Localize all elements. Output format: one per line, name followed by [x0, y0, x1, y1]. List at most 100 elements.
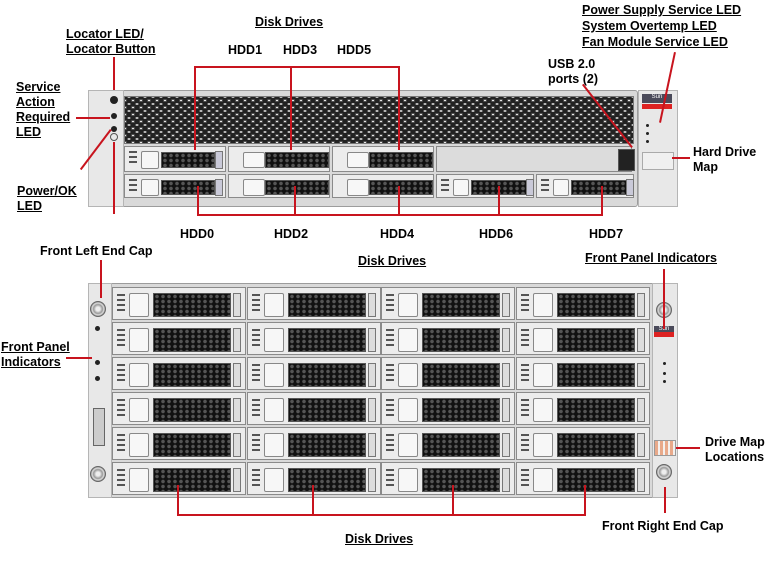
hdd7-label: HDD7 [589, 227, 624, 241]
hard-drive-map-line2: Map [693, 160, 718, 174]
drive-slot[interactable] [112, 322, 246, 355]
callout-line [76, 117, 110, 119]
drive-slot[interactable] [381, 357, 515, 390]
front-left-end-cap [88, 283, 112, 498]
left-top-screw-icon [90, 301, 106, 317]
service-action-led-icon [111, 113, 117, 119]
drive-slot[interactable] [515, 462, 650, 495]
power-ok-led-icon [111, 126, 117, 132]
front-panel-indicators-label-right: Front Panel Indicators [585, 251, 717, 265]
hdd5-label: HDD5 [337, 43, 372, 57]
drive-hdd3[interactable] [228, 146, 330, 172]
overtemp-led-label: System Overtemp LED [582, 19, 717, 33]
drive-slot[interactable] [112, 287, 246, 320]
drive-slot[interactable] [381, 322, 515, 355]
service-action-line2: Action [16, 95, 55, 109]
front-panel-indicators-label-left: Front Panel Indicators [1, 340, 70, 370]
drive-slot[interactable] [381, 287, 515, 320]
service-label-plate [93, 408, 105, 446]
drive-slot[interactable] [515, 287, 650, 320]
drive-slot[interactable] [246, 322, 381, 355]
drive-slot[interactable] [246, 427, 381, 460]
indicator-led-icon [663, 372, 666, 375]
drive-slot[interactable] [112, 427, 246, 460]
disk-drives-label-top: Disk Drives [255, 15, 324, 29]
fan-led-icon [646, 140, 649, 143]
drive-hdd0[interactable] [124, 174, 226, 198]
callout-line [194, 66, 400, 68]
hdd6-label: HDD6 [479, 227, 514, 241]
front-right-end-cap-label: Front Right End Cap [602, 519, 724, 533]
drive-map-locations [654, 440, 676, 456]
drive-slot[interactable] [381, 392, 515, 425]
hard-drive-map-line1: Hard Drive [693, 145, 757, 159]
hdd3-label: HDD3 [283, 43, 318, 57]
hdd4-label: HDD4 [380, 227, 415, 241]
front-left-end-cap-label: Front Left End Cap [40, 244, 153, 258]
service-action-label: Service Action Required LED [16, 80, 70, 140]
usb-label-line1: USB 2.0 [548, 57, 596, 71]
usb-panel [436, 146, 632, 172]
drive-slot[interactable] [515, 357, 650, 390]
top-left-control-panel [88, 90, 124, 207]
top-vent-grille [124, 96, 634, 144]
service-action-line3: Required [16, 110, 71, 124]
disk-drives-label-bottom-top: Disk Drives [358, 254, 427, 268]
sun-logo: Sun [642, 94, 672, 103]
indicator-led-icon [663, 380, 666, 383]
usb-label: USB 2.0 ports (2) [548, 57, 598, 87]
hard-drive-map-label: Hard Drive Map [693, 145, 756, 175]
callout-line [676, 447, 700, 449]
drive-slot[interactable] [112, 462, 246, 495]
callout-line [452, 485, 454, 516]
hdd2-label: HDD2 [274, 227, 309, 241]
hard-drive-map [642, 152, 674, 170]
fan-led-label: Fan Module Service LED [582, 35, 728, 49]
disk-drives-label-bottom: Disk Drives [345, 532, 414, 546]
callout-line [601, 186, 603, 216]
drive-hdd1[interactable] [124, 146, 226, 172]
oracle-badge [642, 104, 672, 109]
drive-hdd4[interactable] [332, 174, 434, 198]
drive-slot[interactable] [381, 462, 515, 495]
hdd0-label: HDD0 [180, 227, 215, 241]
service-action-line1: Service [16, 80, 61, 94]
locator-label: Locator LED/ Locator Button [66, 27, 156, 57]
callout-line [664, 487, 666, 513]
drive-slot[interactable] [246, 287, 381, 320]
drive-hdd6[interactable] [436, 174, 534, 198]
power-button-icon[interactable] [110, 133, 118, 141]
service-led-icon [95, 360, 100, 365]
drive-map-line2: Locations [705, 450, 765, 464]
power-ok-line2: LED [17, 199, 42, 213]
drive-slot[interactable] [515, 322, 650, 355]
usb-label-line2: ports (2) [548, 72, 598, 86]
callout-line [312, 485, 314, 516]
locator-button-icon[interactable] [110, 96, 118, 104]
right-bottom-screw-icon [656, 464, 672, 480]
drive-slot[interactable] [515, 427, 650, 460]
overtemp-led-icon [646, 132, 649, 135]
drive-hdd7[interactable] [536, 174, 634, 198]
drive-hdd5[interactable] [332, 146, 434, 172]
drive-slot[interactable] [112, 357, 246, 390]
callout-line [197, 186, 199, 216]
callout-line [66, 357, 92, 359]
callout-line [113, 142, 115, 214]
locator-label-line1: Locator LED/ [66, 27, 144, 41]
callout-line [177, 514, 585, 516]
drive-slot[interactable] [381, 427, 515, 460]
indicator-led-icon [663, 362, 666, 365]
power-supply-led-icon [646, 124, 649, 127]
service-action-line4: LED [16, 125, 41, 139]
fpi-left-line1: Front Panel [1, 340, 70, 354]
drive-slot[interactable] [246, 392, 381, 425]
callout-line [100, 260, 102, 298]
usb-ports[interactable] [618, 149, 635, 171]
drive-slot[interactable] [246, 357, 381, 390]
power-ok-label: Power/OK LED [17, 184, 77, 214]
drive-hdd2[interactable] [228, 174, 330, 198]
callout-line [194, 66, 196, 150]
drive-slot[interactable] [515, 392, 650, 425]
drive-slot[interactable] [112, 392, 246, 425]
